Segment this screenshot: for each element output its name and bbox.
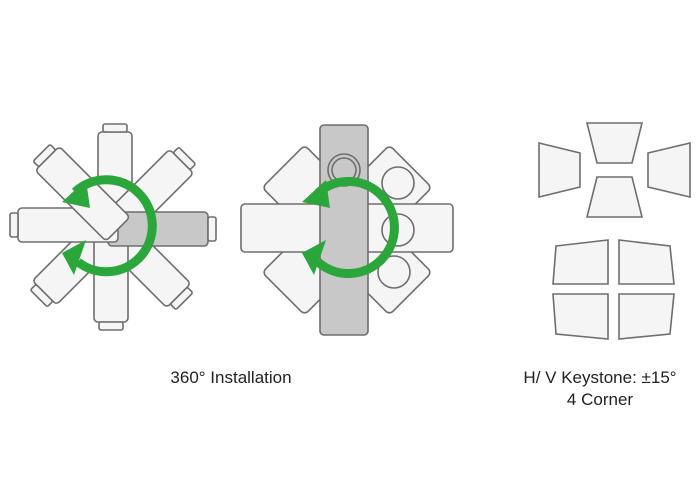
- installation-caption: 360° Installation: [170, 368, 292, 387]
- projector-rotations-side: [9, 123, 217, 331]
- keystone-diagram: [538, 122, 691, 340]
- keystone-caption: H/ V Keystone: ±15°: [523, 368, 677, 387]
- corner-caption: 4 Corner: [566, 390, 634, 409]
- projector-rotations-top: [240, 124, 454, 336]
- rotation-arrow-icon: [71, 175, 399, 278]
